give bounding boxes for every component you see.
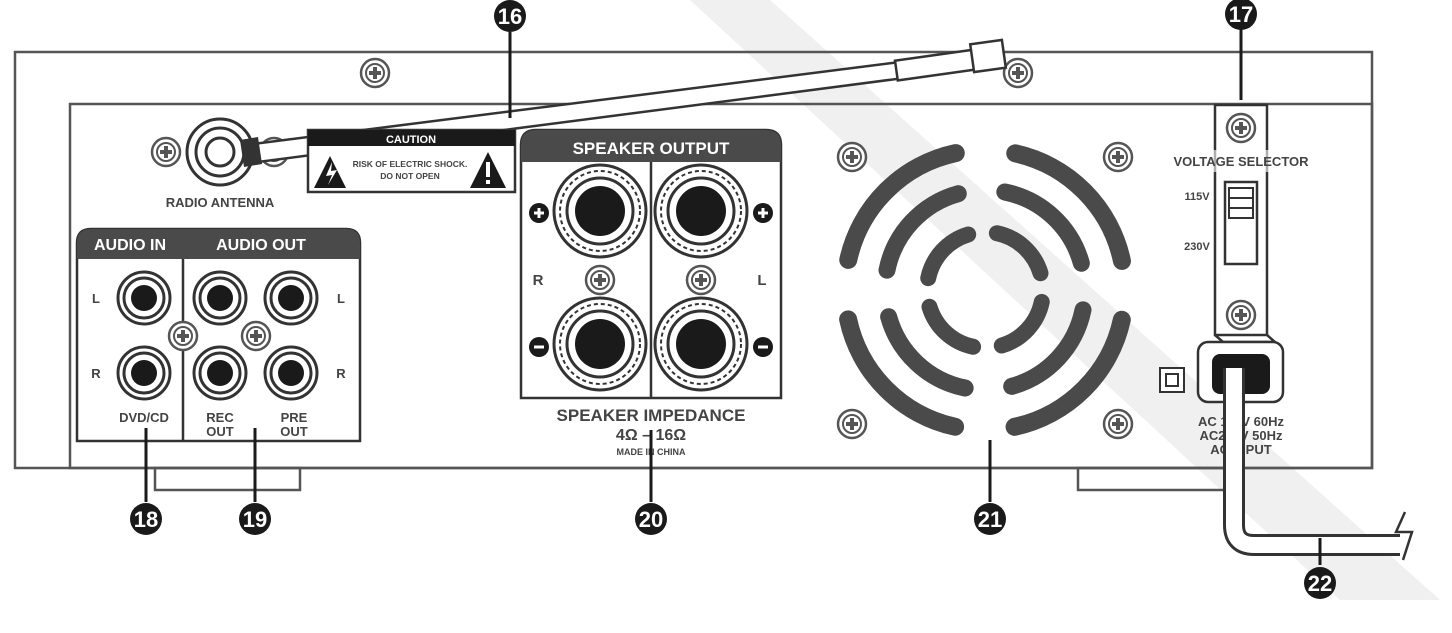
speaker-terminal-right-negative	[552, 296, 648, 392]
chassis-screw	[1002, 57, 1034, 89]
pre-out-right-jack	[263, 345, 319, 401]
callout-17: 17	[1225, 0, 1257, 30]
watermark	[690, 0, 1440, 600]
svg-text:19: 19	[243, 507, 267, 532]
pre-out-label: OUT	[280, 424, 308, 439]
radio-antenna-label: RADIO ANTENNA	[166, 195, 275, 210]
power-cord	[1223, 368, 1414, 561]
audio-in-left-label: L	[92, 291, 100, 306]
dvd-cd-right-jack	[116, 345, 172, 401]
svg-text:22: 22	[1308, 571, 1332, 596]
chassis-screw	[359, 57, 391, 89]
audio-out-right-label: R	[336, 366, 346, 381]
svg-text:17: 17	[1229, 2, 1253, 27]
rec-out-label: OUT	[206, 424, 234, 439]
speaker-left-label: L	[757, 272, 766, 289]
speaker-output-title: SPEAKER OUTPUT	[573, 139, 730, 158]
callout-19: 19	[239, 503, 271, 535]
callout-20: 20	[635, 503, 667, 535]
speaker-impedance-title: SPEAKER IMPEDANCE	[557, 406, 746, 425]
pre-label: PRE	[281, 410, 308, 425]
svg-text:20: 20	[639, 507, 663, 532]
callout-16: 16	[494, 0, 526, 32]
rec-out-left-jack	[192, 270, 248, 326]
voltage-selector: VOLTAGE SELECTOR 115V 230V	[1170, 103, 1315, 344]
svg-text:18: 18	[134, 507, 158, 532]
speaker-output-panel: SPEAKER OUTPUT R L SPEAKER IMPEDANCE 4Ω …	[519, 128, 783, 457]
dvd-cd-label: DVD/CD	[119, 410, 169, 425]
voltage-selector-label: VOLTAGE SELECTOR	[1173, 154, 1309, 169]
callout-21: 21	[974, 503, 1006, 535]
speaker-terminal-right-positive	[552, 163, 648, 259]
audio-out-title: AUDIO OUT	[216, 237, 306, 254]
voltage-115-label: 115V	[1184, 191, 1210, 203]
svg-text:16: 16	[498, 4, 522, 29]
speaker-right-label: R	[533, 272, 544, 289]
caution-line-1: RISK OF ELECTRIC SHOCK.	[353, 159, 468, 169]
voltage-230-label: 230V	[1184, 241, 1210, 253]
svg-text:21: 21	[978, 507, 1002, 532]
audio-in-title: AUDIO IN	[94, 237, 166, 254]
audio-in-right-label: R	[91, 366, 101, 381]
caution-title: CAUTION	[386, 134, 436, 146]
caution-label: CAUTION RISK OF ELECTRIC SHOCK. DO NOT O…	[306, 128, 517, 194]
speaker-terminal-left-positive	[653, 163, 749, 259]
speaker-terminal-left-negative	[653, 296, 749, 392]
audio-io-panel: AUDIO IN AUDIO OUT L R L R DVD/CD REC OU…	[75, 227, 362, 443]
audio-out-left-label: L	[337, 291, 345, 306]
leader-lines	[144, 28, 1322, 565]
caution-line-2: DO NOT OPEN	[380, 171, 440, 181]
dvd-cd-left-jack	[116, 270, 172, 326]
callout-18: 18	[130, 503, 162, 535]
pre-out-left-jack	[263, 270, 319, 326]
rec-out-right-jack	[192, 345, 248, 401]
rec-label: REC	[206, 410, 234, 425]
callout-22: 22	[1304, 567, 1336, 599]
